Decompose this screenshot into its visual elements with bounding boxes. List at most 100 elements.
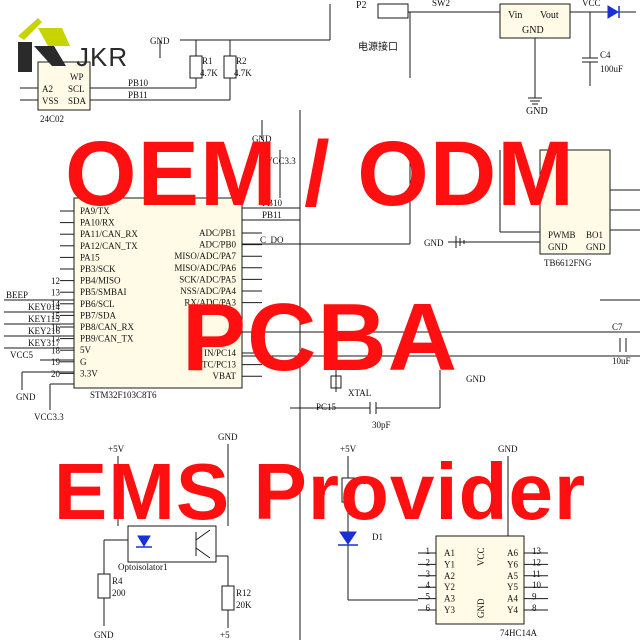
mcu-left-pin: PB7/SDA	[80, 310, 117, 320]
xtal-label: XTAL	[348, 388, 371, 398]
plus5-label: +5	[220, 630, 230, 640]
driver-gnd3-label: GND	[424, 238, 444, 248]
banner-ems-provider: EMS Provider	[53, 447, 587, 536]
buffer-left-pin-number: 3	[426, 569, 431, 579]
vcc5-label: VCC5	[10, 350, 34, 360]
mcu-name: STM32F103C8T6	[90, 390, 157, 400]
key014-label: KEY014	[28, 302, 60, 312]
buffer-right-pin-number: 10	[532, 580, 542, 590]
d1-label: D1	[372, 532, 383, 542]
key216-label: KEY216	[28, 326, 60, 336]
pc15-label: PC15	[316, 402, 337, 412]
buffer-left-pin: Y1	[444, 559, 455, 569]
buffer-gnd2-label: GND	[476, 598, 486, 618]
mcu-right-pin: ADC/PB1	[199, 228, 236, 238]
eeprom-chip	[37, 61, 91, 111]
driver-name: TB6612FNG	[544, 258, 592, 268]
buffer-chip	[435, 535, 525, 625]
banner-pcba: PCBA	[181, 284, 458, 391]
buffer-right-pin: Y5	[507, 582, 518, 592]
mcu-left-pin: PB9/CAN_TX	[80, 334, 134, 344]
optoisolator-chip	[127, 525, 217, 563]
buffer-right-pin-number: 12	[532, 557, 541, 567]
mcu-left-pin: 3.3V	[80, 368, 98, 378]
buffer-right-pin: A6	[507, 548, 518, 558]
mcu-right-lower-pin: VBAT	[212, 371, 236, 381]
mcu-right-pin: RX/ADC/PA3	[184, 298, 236, 308]
mcu-pin-number: 17	[51, 334, 61, 344]
mcu-left-pin: PA12/CAN_TX	[80, 241, 138, 251]
banner-oem-odm: OEM / ODM	[65, 123, 575, 225]
eeprom-vss-label: VSS	[42, 96, 59, 106]
r2-value: 4.7K	[234, 68, 252, 78]
mcu-right-lower-pin: IN/PC14	[204, 348, 237, 358]
led-icon	[339, 531, 357, 545]
crystal-section: XTAL 30pF PC15 GND	[290, 330, 486, 430]
mcu-left-pin: PA9/TX	[80, 206, 110, 216]
mcu-right-pin: MISO/ADC/PA7	[174, 251, 236, 261]
c7-label: C7	[612, 322, 623, 332]
bo1-label: BO1	[586, 230, 603, 240]
buffer-left-pin: A2	[444, 571, 455, 581]
logo-mark-accent	[38, 28, 70, 46]
pwmb-label: PWMB	[548, 230, 576, 240]
r11-label: R11	[356, 476, 371, 486]
power-port-label: 电源接口	[358, 40, 398, 53]
mcu-vcc33-label: VCC3.3	[266, 156, 296, 166]
mcu-pin-number: 20	[51, 369, 61, 379]
c-do-label: C_DO	[260, 235, 284, 245]
mcu-left-pin: PA11/CAN_RX	[80, 229, 138, 239]
mcu-right-pins: ADC/PB1ADC/PB0MISO/ADC/PA7MISO/ADC/PA6SC…	[174, 228, 262, 308]
c7-value: 10uF	[612, 356, 631, 366]
mcu-left-pin: PA10/RX	[80, 218, 115, 228]
opto-led-icon	[137, 535, 151, 547]
mcu-pin-number: 15	[51, 311, 61, 321]
mcu-left-pin: PB6/SCL	[80, 299, 115, 309]
led-5v-label: +5V	[340, 444, 357, 454]
buffer-left-pin: Y2	[444, 582, 455, 592]
driver-section: PWMB BO1 GND GND TB6612FNG GND C7 10uF	[409, 149, 640, 366]
pb11-label: PB11	[128, 90, 148, 100]
mcu-vcc33b-label: VCC3.3	[34, 412, 64, 422]
logo-mark-stem	[18, 42, 32, 72]
mcu-left-pin: PA15	[80, 252, 100, 262]
buffer-vcc-label: VCC	[476, 547, 486, 566]
buffer-right-pin: A5	[507, 571, 518, 581]
mcu-right-pin: SCK/ADC/PA5	[179, 274, 236, 284]
eeprom-a2-label: A2	[42, 84, 53, 94]
mcu-right-pin: MISO/ADC/PA6	[174, 263, 236, 273]
mcu-pb11-label: PB11	[262, 210, 282, 220]
buffer-left-pin-number: 5	[426, 592, 431, 602]
r12-value: 20K	[236, 600, 252, 610]
driver-chip	[539, 149, 611, 255]
buffer-left-pin-number: 4	[426, 580, 431, 590]
opto-5v-label: +5V	[108, 444, 125, 454]
buffer-left-pin-number: 2	[426, 557, 431, 567]
mcu-pin-number: 12	[51, 276, 60, 286]
r1-label: R1	[202, 56, 213, 66]
eeprom-name: 24C02	[40, 114, 64, 124]
reg-vcc-label: VCC	[582, 0, 601, 8]
logo-text: JKR	[76, 42, 129, 72]
mcu-pin-number: 13	[51, 288, 61, 298]
led-section: +5V R11 D1	[338, 444, 418, 601]
opto-section: +5V GND Optoisolator1 R4 200 GND R12 20K	[94, 432, 252, 640]
mcu-left-pin: PB3/SCK	[80, 264, 116, 274]
pb10-label: PB10	[128, 78, 149, 88]
buffer-name: 74HC14A	[500, 628, 538, 638]
pullup-resistors: R1 4.7K R2 4.7K	[189, 40, 252, 100]
mcu-left-pin: PB5/SMBAI	[80, 287, 127, 297]
eeprom-scl-label: SCL	[68, 84, 85, 94]
key317-label: KEY317	[28, 338, 60, 348]
mcu-chip	[73, 197, 243, 389]
opto-label: Optoisolator1	[118, 562, 168, 572]
logo-mark-arrow	[34, 46, 66, 66]
